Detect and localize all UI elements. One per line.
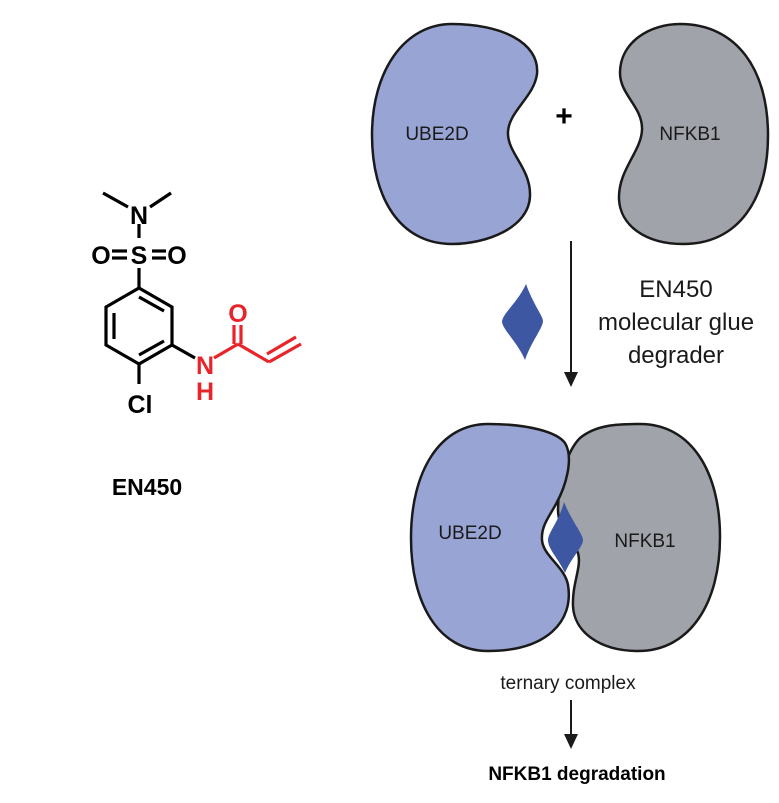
complex-caption: ternary complex [500, 673, 636, 694]
step-label-line3: degrader [628, 342, 724, 369]
atom-oxygen-right: O [167, 242, 186, 270]
ube2d-label-complex: UBE2D [438, 523, 501, 544]
outcome-arrow [564, 700, 578, 749]
atom-amide-n: N [196, 352, 214, 380]
benzene-ring [104, 286, 174, 366]
atom-n-dimethyl: N [130, 202, 148, 230]
step-arrow [564, 241, 578, 387]
ube2d-protein-top [370, 22, 539, 246]
step-label-line1: EN450 [639, 276, 712, 303]
ring-inner-bond-bottom [138, 339, 165, 357]
methyl-bond-left [102, 191, 129, 209]
atom-chlorine: Cl [128, 391, 153, 419]
nfkb1-protein-complex [556, 422, 722, 653]
nh-carbonyl-bond [213, 342, 239, 360]
vinyl-bond-a [268, 342, 302, 364]
en450-structure: N O S O Cl N H O [91, 191, 302, 419]
molecule-name: EN450 [112, 474, 182, 500]
outcome-label: NFKB1 degradation [488, 764, 665, 785]
ube2d-label-top: UBE2D [405, 124, 468, 145]
vinyl-bond-b [266, 335, 297, 356]
ring-nh-bond [171, 343, 196, 360]
methyl-bond-right [149, 191, 172, 209]
ring-inner-bond-top [138, 295, 165, 313]
nfkb1-label-complex: NFKB1 [614, 531, 675, 552]
nfkb1-label-top: NFKB1 [659, 124, 720, 145]
plus-sign: + [555, 100, 573, 133]
atom-carbonyl-o: O [228, 300, 247, 328]
alpha-carbon-bond [237, 342, 270, 364]
ube2d-protein-complex [409, 422, 571, 653]
glue-molecule-complex [548, 502, 583, 573]
atom-amide-h: H [196, 378, 214, 406]
nfkb1-protein-top [617, 22, 770, 246]
step-label-line2: molecular glue [598, 309, 754, 336]
atom-sulfur: S [131, 242, 148, 270]
glue-molecule-icon [502, 284, 543, 360]
atom-oxygen-left: O [91, 242, 110, 270]
